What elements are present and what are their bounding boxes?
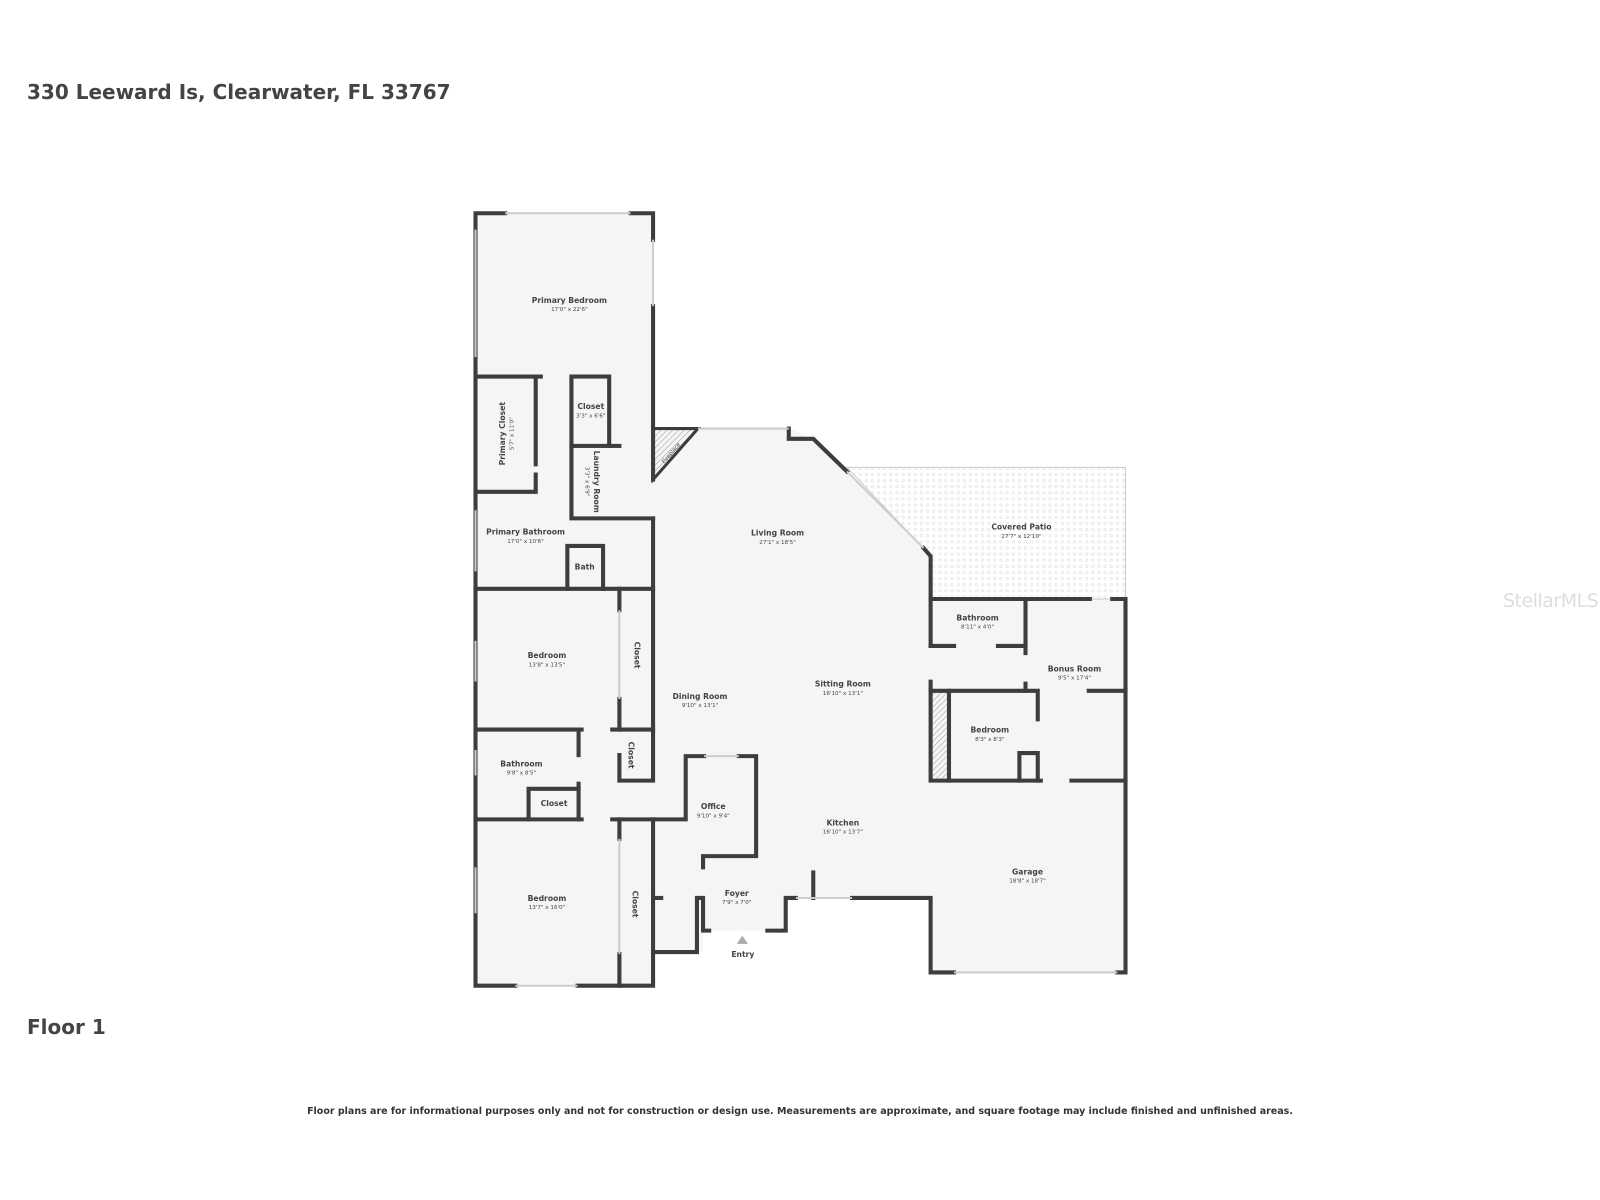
room-bonus-room: Bonus Room 9'5" x 17'4"	[1048, 664, 1102, 681]
room-bathroom-2: Bathroom 8'11" x 4'0"	[956, 613, 998, 630]
room-primary-bedroom: Primary Bedroom 17'0" x 22'6"	[532, 296, 607, 313]
floor-fill	[475, 213, 1126, 986]
svg-text:Bonus Room: Bonus Room	[1048, 664, 1102, 673]
room-bedroom-3: Bedroom 8'3" x 8'3"	[970, 726, 1009, 743]
svg-text:Primary Closet: Primary Closet	[498, 402, 507, 466]
room-living-room: Living Room 27'1" x 18'5"	[751, 529, 804, 546]
room-bedroom-1: Bedroom 13'8" x 13'5"	[528, 651, 567, 668]
svg-text:13'8" x 13'5": 13'8" x 13'5"	[529, 662, 566, 668]
watermark-logo: StellarMLS	[1503, 590, 1599, 612]
svg-text:3'3" x 6'9": 3'3" x 6'9"	[584, 467, 590, 497]
svg-text:Closet: Closet	[633, 642, 642, 669]
svg-text:17'0" x 10'6": 17'0" x 10'6"	[507, 539, 544, 545]
svg-text:Covered Patio: Covered Patio	[991, 523, 1051, 532]
svg-text:3'3" x 6'6": 3'3" x 6'6"	[576, 413, 606, 419]
room-sitting-room: Sitting Room 16'10" x 13'1"	[815, 680, 871, 697]
room-kitchen: Kitchen 16'10" x 13'7"	[823, 819, 864, 836]
svg-text:Primary Bathroom: Primary Bathroom	[486, 528, 565, 537]
room-closet-d: Closet	[541, 799, 568, 808]
svg-text:Closet: Closet	[627, 742, 636, 769]
room-garage: Garage 18'8" x 18'7"	[1009, 867, 1046, 884]
svg-text:Bath: Bath	[575, 562, 595, 571]
svg-text:16'10" x 13'1": 16'10" x 13'1"	[823, 691, 864, 697]
svg-text:5'7" x 11'0": 5'7" x 11'0"	[509, 417, 515, 450]
svg-text:Primary Bedroom: Primary Bedroom	[532, 296, 607, 305]
room-closet-e: Closet	[631, 891, 640, 918]
svg-text:Bedroom: Bedroom	[528, 651, 567, 660]
svg-text:Garage: Garage	[1012, 867, 1043, 876]
svg-text:8'11" x 4'0": 8'11" x 4'0"	[961, 625, 994, 631]
disclaimer-text: Floor plans are for informational purpos…	[307, 1106, 1293, 1117]
svg-text:8'3" x 8'3": 8'3" x 8'3"	[975, 737, 1005, 743]
room-foyer: Foyer 7'9" x 7'0"	[722, 889, 752, 906]
windows	[474, 212, 1118, 987]
room-closet-c: Closet	[627, 742, 636, 769]
room-entry: Entry	[731, 950, 754, 959]
svg-text:7'9" x 7'0": 7'9" x 7'0"	[722, 900, 752, 906]
svg-text:Sitting Room: Sitting Room	[815, 680, 871, 689]
room-office: Office 9'10" x 9'4"	[697, 802, 730, 819]
entry-arrow-icon	[736, 935, 748, 944]
svg-text:13'7" x 16'0": 13'7" x 16'0"	[529, 905, 566, 911]
svg-text:Closet: Closet	[541, 799, 568, 808]
svg-text:9'10" x 13'1": 9'10" x 13'1"	[682, 703, 719, 709]
room-closet-b: Closet	[633, 642, 642, 669]
svg-text:Kitchen: Kitchen	[826, 819, 859, 828]
hatched-wall	[932, 692, 947, 781]
walls	[473, 211, 1128, 988]
svg-text:Bathroom: Bathroom	[500, 759, 542, 768]
floor-label: Floor 1	[27, 1015, 106, 1039]
property-address: 330 Leeward Is, Clearwater, FL 33767	[27, 80, 451, 104]
room-bedroom-2: Bedroom 13'7" x 16'0"	[528, 894, 567, 911]
room-bath: Bath	[575, 562, 595, 571]
svg-text:9'8" x 8'5": 9'8" x 8'5"	[507, 770, 537, 776]
svg-text:Office: Office	[701, 802, 726, 811]
svg-text:Bedroom: Bedroom	[970, 726, 1009, 735]
svg-text:9'10" x 9'4": 9'10" x 9'4"	[697, 813, 730, 819]
svg-text:Closet: Closet	[577, 402, 604, 411]
svg-text:Bedroom: Bedroom	[528, 894, 567, 903]
svg-text:27'7" x 12'10": 27'7" x 12'10"	[1001, 534, 1042, 540]
svg-text:18'8" x 18'7": 18'8" x 18'7"	[1009, 879, 1046, 885]
svg-text:Dining Room: Dining Room	[673, 692, 728, 701]
svg-text:Laundry Room: Laundry Room	[592, 451, 601, 513]
svg-text:Foyer: Foyer	[725, 889, 749, 898]
room-primary-bathroom: Primary Bathroom 17'0" x 10'6"	[486, 528, 565, 545]
room-bathroom-1: Bathroom 9'8" x 8'5"	[500, 759, 542, 776]
svg-text:16'10" x 13'7": 16'10" x 13'7"	[823, 830, 864, 836]
svg-text:Closet: Closet	[631, 891, 640, 918]
room-closet-a: Closet 3'3" x 6'6"	[576, 402, 606, 419]
svg-text:Living Room: Living Room	[751, 529, 804, 538]
svg-text:17'0" x 22'6": 17'0" x 22'6"	[551, 307, 588, 313]
svg-text:9'5" x 17'4": 9'5" x 17'4"	[1058, 676, 1091, 682]
svg-text:27'1" x 18'5": 27'1" x 18'5"	[759, 540, 796, 546]
svg-text:Entry: Entry	[731, 950, 754, 959]
svg-text:Bathroom: Bathroom	[956, 613, 998, 622]
room-covered-patio: Covered Patio 27'7" x 12'10"	[991, 523, 1051, 540]
room-dining-room: Dining Room 9'10" x 13'1"	[673, 692, 728, 709]
